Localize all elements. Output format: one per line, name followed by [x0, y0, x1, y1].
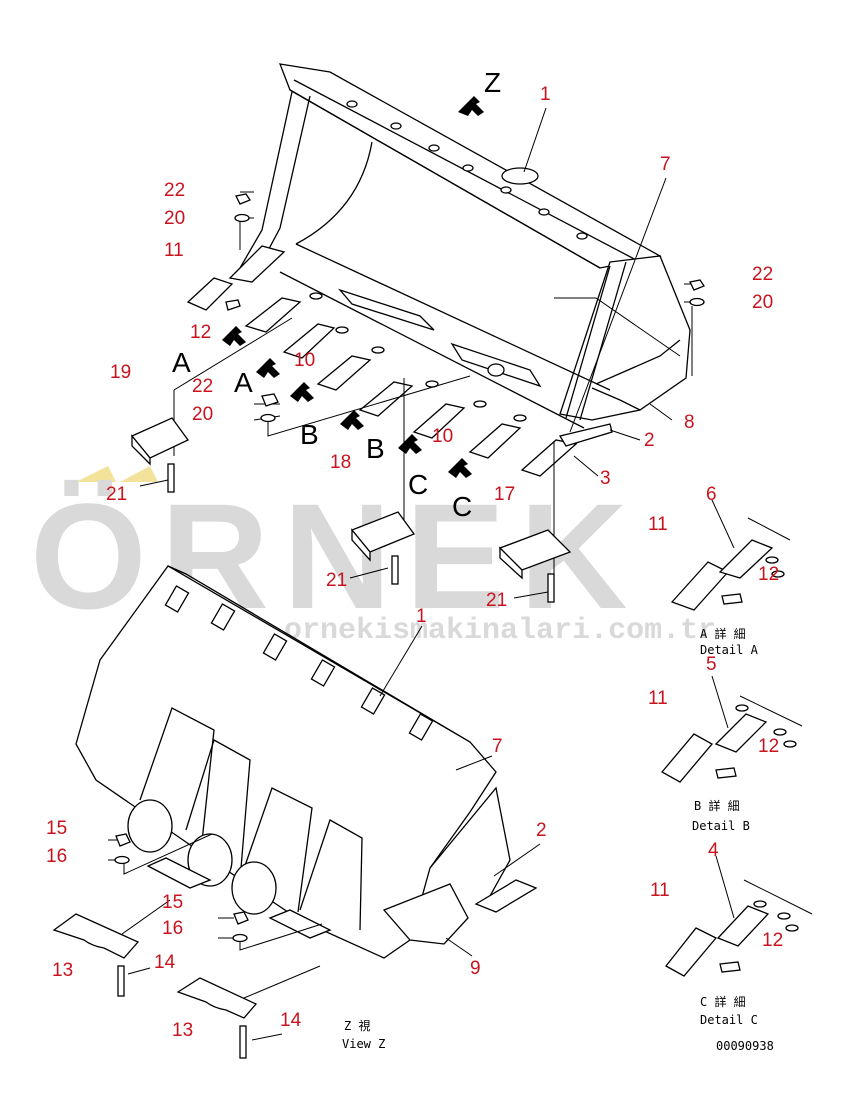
callout-1: 1 [416, 606, 427, 627]
detail-a-caption-en: Detail A [700, 643, 759, 657]
callout-17: 17 [494, 484, 515, 505]
detail-views [660, 499, 813, 977]
view-letter-b: B [300, 419, 319, 450]
lower-small-parts [52, 833, 258, 1059]
callout-12: 12 [758, 736, 779, 757]
upper-small-parts [130, 193, 705, 603]
upper-bucket-drawing [228, 63, 691, 477]
callout-18: 18 [330, 452, 351, 473]
callout-10: 10 [294, 350, 315, 371]
watermark-accent [120, 466, 158, 482]
callout-6: 6 [706, 484, 717, 505]
callout-7: 7 [492, 736, 503, 757]
callout-1: 1 [540, 84, 551, 105]
callout-8: 8 [684, 412, 695, 433]
callout-22: 22 [752, 264, 773, 285]
callout-2: 2 [644, 430, 655, 451]
callout-21: 21 [106, 484, 127, 505]
lower-bucket-drawing [75, 565, 538, 959]
callout-13: 13 [172, 1020, 193, 1041]
view-letter-a: A [172, 347, 191, 378]
callout-19: 19 [110, 362, 131, 383]
view-letters: Z A A B B C C [172, 67, 501, 522]
callout-numbers: 1 7 22 20 11 12 10 10 22 20 19 22 20 2 3… [46, 84, 783, 1041]
captions: A 詳 細 Detail A B 詳 細 Detail B C 詳 細 Deta… [342, 626, 774, 1053]
callout-11: 11 [648, 514, 668, 535]
view-z-caption-jp: Z 視 [344, 1018, 370, 1033]
callout-7: 7 [660, 154, 671, 175]
callout-22: 22 [192, 376, 213, 397]
callout-16: 16 [46, 846, 67, 867]
callout-20: 20 [164, 208, 185, 229]
callout-10: 10 [432, 426, 453, 447]
callout-14: 14 [154, 952, 176, 973]
callout-16: 16 [162, 918, 183, 939]
callout-12: 12 [758, 564, 779, 585]
direction-arrows [222, 96, 484, 478]
watermark-accent [76, 466, 116, 482]
bucket-teeth [228, 245, 578, 477]
view-letter-z: Z [484, 67, 501, 98]
callout-15: 15 [162, 892, 183, 913]
view-letter-c: C [452, 491, 472, 522]
detail-c-caption-jp: C 詳 細 [700, 994, 746, 1009]
callout-5: 5 [706, 654, 717, 675]
callout-21: 21 [486, 590, 507, 611]
view-z-caption-en: View Z [342, 1037, 385, 1051]
callout-12: 12 [190, 322, 211, 343]
callout-22: 22 [164, 180, 185, 201]
callout-2: 2 [536, 820, 547, 841]
callout-4: 4 [708, 840, 719, 861]
callout-20: 20 [192, 404, 213, 425]
callout-15: 15 [46, 818, 67, 839]
upper-leaders [139, 107, 698, 599]
callout-21: 21 [326, 570, 347, 591]
callout-11: 11 [650, 880, 670, 901]
callout-3: 3 [600, 468, 611, 489]
callout-14: 14 [280, 1010, 302, 1031]
callout-11: 11 [648, 688, 668, 709]
view-letter-b: B [366, 433, 385, 464]
view-letter-c: C [408, 469, 428, 500]
detail-a-caption-jp: A 詳 細 [700, 626, 746, 641]
drawing-number: 00090938 [716, 1039, 774, 1053]
detail-b-caption-en: Detail B [692, 819, 750, 833]
callout-9: 9 [470, 958, 481, 979]
callout-12: 12 [762, 930, 783, 951]
callout-20: 20 [752, 292, 773, 313]
detail-c-caption-en: Detail C [700, 1013, 758, 1027]
detail-b-caption-jp: B 詳 細 [694, 798, 740, 813]
callout-13: 13 [52, 960, 73, 981]
view-letter-a: A [234, 367, 253, 398]
callout-11: 11 [164, 240, 184, 261]
